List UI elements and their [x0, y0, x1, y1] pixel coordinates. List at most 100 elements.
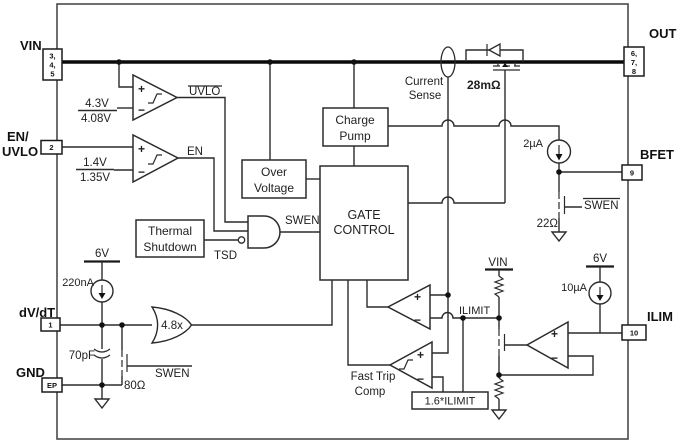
- charge-pump-line1: Charge: [335, 113, 375, 127]
- gain-amp-icon: [150, 306, 193, 344]
- wire-vin-to-uvlo-comp: [118, 62, 133, 88]
- fast-trip-comparator: + − Fast Trip Comp: [351, 340, 444, 398]
- pin-out-num2: 7,: [631, 58, 637, 67]
- charge-pump-to-bfet-wire: [388, 119, 560, 140]
- currentlimit-to-gatecontrol-wire: [366, 280, 388, 308]
- gate-control-line1: GATE: [347, 208, 380, 222]
- ilim-section: VIN + − 6V 10µA: [485, 253, 622, 421]
- plus-sign: +: [551, 327, 558, 341]
- hysteresis-icon: [148, 154, 162, 165]
- gate-drive-wire: [408, 196, 505, 204]
- over-voltage-line2: Voltage: [254, 181, 294, 195]
- dvdt-pulldown-fet-icon: [121, 350, 128, 376]
- uvlo-vth-rising: 4.3V: [85, 98, 109, 110]
- pin-vin-num1: 3,: [49, 52, 55, 61]
- charge-pump-line2: Pump: [339, 129, 371, 143]
- thermal-shutdown-block: Thermal Shutdown TSD: [135, 219, 246, 262]
- arrow-down-icon: [98, 293, 106, 299]
- and-gate-icon: [247, 215, 281, 249]
- pin-vin-num2: 4,: [49, 61, 55, 70]
- fet-arrow-icon: [502, 63, 508, 67]
- pin-ilim-label: ILIM: [647, 309, 673, 324]
- ic-outline: [56, 3, 629, 440]
- gain-amp-output-wire: [191, 280, 333, 326]
- fasttrip-minus-wire: [432, 376, 444, 392]
- dvdt-cap-label: 70pF: [69, 350, 95, 362]
- hysteresis-icon: [399, 359, 413, 370]
- ilim-vin-rail-label: VIN: [488, 257, 507, 269]
- bfet-pulldown-label: 22Ω: [537, 218, 559, 230]
- en-vth-rising: 1.4V: [83, 157, 107, 169]
- swen-bar-label: SWEN: [584, 200, 619, 212]
- pass-fet: 28mΩ Current Sense: [405, 42, 524, 354]
- uvlo-vth-falling: 4.08V: [81, 113, 111, 125]
- swen-signal-label: SWEN: [285, 215, 320, 227]
- ilim-6v-rail-label: 6V: [593, 253, 607, 265]
- current-sense-line2: Sense: [409, 90, 442, 102]
- uvlo-signal-label: UVLO: [189, 86, 220, 98]
- ilim-current-label: 10µA: [561, 282, 588, 294]
- bfet-section: 2µA SWEN 22Ω: [523, 138, 622, 243]
- pin-gnd-num: EP: [47, 381, 57, 390]
- pin-dvdt-num: 1: [48, 321, 52, 330]
- pin-en-num: 2: [49, 143, 53, 152]
- en-signal-label: EN: [187, 146, 203, 158]
- ilimit-ref-label: 1.6*ILIMIT: [425, 396, 476, 408]
- en-plus-sign: +: [138, 142, 145, 156]
- ilimit-wire: [430, 311, 499, 319]
- ground-icon: [93, 398, 111, 410]
- pin-en-label2: UVLO: [2, 144, 38, 159]
- pin-bfet: 9 BFET: [621, 147, 674, 181]
- plus-sign: +: [417, 348, 424, 362]
- gate-control-line2: CONTROL: [333, 223, 394, 237]
- current-limit-comparator: + − ILIMIT: [386, 283, 499, 331]
- en-comparator: + − 1.4V 1.35V EN: [62, 133, 248, 232]
- thermal-shutdown-line1: Thermal: [148, 224, 192, 238]
- bfet-current-label: 2µA: [523, 138, 543, 150]
- resistor-icon: [493, 377, 505, 400]
- junction-dots: [99, 59, 562, 388]
- uvlo-comparator: + − 4.3V 4.08V UVLO: [78, 73, 248, 223]
- gate-control-block: GATE CONTROL: [319, 165, 505, 366]
- pin-vin-label: VIN: [20, 38, 42, 53]
- ilim-amp-icon: [525, 320, 569, 370]
- pin-out-label: OUT: [649, 26, 677, 41]
- ground-icon: [550, 231, 568, 243]
- current-sense-line1: Current: [405, 76, 444, 88]
- plus-sign: +: [414, 290, 421, 304]
- ilim-feedback-wire: [499, 355, 594, 376]
- and-gate: SWEN: [247, 215, 320, 249]
- over-voltage-block: Over Voltage: [241, 159, 320, 199]
- pin-bfet-num: 9: [630, 169, 634, 178]
- dvdt-section: 6V 220nA 4.8x 70pF SWEN 80Ω: [60, 248, 333, 410]
- bfet-pin-wire: [558, 163, 622, 173]
- dvdt-pulldown-label: 80Ω: [124, 380, 146, 392]
- tsd-signal-label: TSD: [214, 250, 237, 262]
- minus-sign: −: [551, 351, 558, 365]
- dvdt-rail-label: 6V: [95, 248, 109, 260]
- pin-dvdt-label: dV/dT: [19, 305, 55, 320]
- thermal-shutdown-line2: Shutdown: [143, 240, 196, 254]
- pin-ilim: 10 ILIM: [621, 309, 673, 341]
- fast-trip-line2: Comp: [355, 386, 386, 398]
- swen-bar-label-2: SWEN: [155, 368, 190, 380]
- pin-dvdt: 1 dV/dT: [19, 305, 61, 332]
- ilim-fet-icon: [498, 329, 506, 356]
- pin-vin: 3, 4, 5 VIN: [20, 38, 63, 81]
- pin-gnd: EP GND: [16, 365, 63, 393]
- inverter-bubble-icon: [237, 236, 246, 244]
- pin-out-num3: 8: [632, 67, 636, 76]
- pin-gnd-label: GND: [16, 365, 45, 380]
- pass-fet-rdson-label: 28mΩ: [467, 78, 501, 92]
- en-vth-falling: 1.35V: [80, 172, 110, 184]
- en-output-wire: [178, 157, 248, 232]
- fast-trip-line1: Fast Trip: [351, 371, 396, 383]
- pin-bfet-label: BFET: [640, 147, 674, 162]
- dvdt-current-label: 220nA: [62, 277, 94, 289]
- pin-en-label1: EN/: [7, 129, 29, 144]
- sense-feedback-wire: [432, 77, 449, 354]
- minus-sign: −: [414, 313, 421, 327]
- body-diode-icon: [487, 42, 501, 58]
- dvdt-gain-label: 4.8x: [161, 320, 183, 332]
